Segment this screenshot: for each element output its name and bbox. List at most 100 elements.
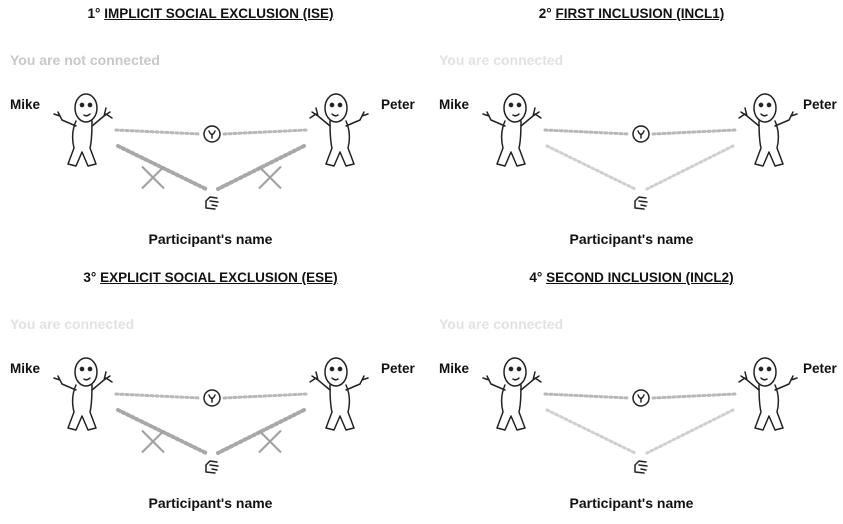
player-arm: [345, 375, 369, 391]
ball-icon: [632, 389, 650, 407]
player-hand: [309, 107, 331, 127]
player-name-left: Mike: [10, 361, 41, 376]
player-head: [503, 357, 527, 387]
player-name-right: Peter: [803, 361, 837, 376]
player-head: [74, 357, 98, 387]
connection-status: You are connected: [10, 316, 135, 332]
player-eye: [329, 102, 335, 108]
player-body: [325, 384, 355, 431]
game-diagram: [53, 357, 369, 474]
hand-outline: [205, 460, 219, 474]
player-eye: [79, 102, 85, 108]
ball-outline: [203, 125, 221, 143]
player-eye: [766, 366, 772, 372]
player-hand: [309, 371, 331, 391]
participant-name: Participant's name: [148, 231, 273, 247]
player-name-right: Peter: [381, 97, 415, 112]
player-arm: [482, 375, 506, 391]
player-mike-figure: [53, 93, 113, 167]
player-name-right: Peter: [381, 361, 415, 376]
player-eye: [758, 366, 764, 372]
panel-number: 4°: [529, 270, 543, 285]
player-eye: [516, 102, 522, 108]
panel-incl2: 4° SECOND INCLUSION (INCL2) You are conn…: [421, 264, 842, 524]
link-mike-ball: [114, 128, 202, 136]
game-diagram: [482, 93, 798, 210]
player-eye: [508, 366, 514, 372]
participant-name: Participant's name: [569, 495, 694, 511]
player-mouth: [760, 113, 768, 117]
game-diagram: [482, 357, 798, 474]
ball-mark: [208, 394, 216, 403]
link-broken-cross: [141, 429, 165, 454]
panel-title: 2° FIRST INCLUSION (INCL1): [421, 6, 842, 21]
participant-hand-icon: [205, 196, 219, 210]
panel-number: 1°: [87, 6, 101, 21]
link-ball-peter: [651, 392, 737, 400]
panel-title-text: IMPLICIT SOCIAL EXCLUSION (ISE): [104, 6, 334, 21]
ball-outline: [632, 389, 650, 407]
player-eye: [87, 102, 93, 108]
panel-title-text: SECOND INCLUSION (INCL2): [546, 270, 734, 285]
player-eye: [516, 366, 522, 372]
player-arm: [53, 375, 77, 391]
connection-status: You are connected: [439, 52, 564, 68]
player-hand: [738, 371, 760, 391]
link-mike-participant: [545, 408, 637, 455]
player-mouth: [83, 377, 91, 381]
player-eye: [87, 366, 93, 372]
hand-outline: [205, 196, 219, 210]
panel-title-text: EXPLICIT SOCIAL EXCLUSION (ESE): [100, 270, 338, 285]
hand-outline: [634, 196, 648, 210]
player-head: [503, 93, 527, 123]
player-head: [753, 357, 777, 387]
player-peter-figure: [309, 357, 369, 431]
player-body: [754, 384, 784, 431]
link-peter-participant: [645, 408, 735, 455]
player-name-right: Peter: [803, 97, 837, 112]
player-head: [753, 93, 777, 123]
connection-status: You are connected: [439, 316, 564, 332]
panel-title: 1° IMPLICIT SOCIAL EXCLUSION (ISE): [0, 6, 421, 21]
player-name-left: Mike: [439, 361, 470, 376]
player-arm: [345, 111, 369, 127]
participant-name: Participant's name: [569, 231, 694, 247]
link-ball-peter: [651, 128, 737, 136]
ball-icon: [203, 389, 221, 407]
link-peter-participant: [645, 144, 735, 191]
game-diagram: [53, 93, 369, 210]
ball-mark: [637, 130, 645, 139]
player-name-left: Mike: [10, 97, 41, 112]
player-hand: [520, 371, 542, 391]
player-head: [324, 357, 348, 387]
player-arm: [482, 111, 506, 127]
panel-ese: 3° EXPLICIT SOCIAL EXCLUSION (ESE) You a…: [0, 264, 421, 524]
player-mouth: [83, 113, 91, 117]
player-head: [324, 93, 348, 123]
connection-status: You are not connected: [10, 52, 160, 68]
player-hand: [520, 107, 542, 127]
panel-title: 4° SECOND INCLUSION (INCL2): [421, 270, 842, 285]
player-mouth: [512, 113, 520, 117]
participant-hand-icon: [634, 196, 648, 210]
panel-incl1: 2° FIRST INCLUSION (INCL1) You are conne…: [421, 0, 842, 260]
player-body: [496, 384, 526, 431]
panel-number: 2°: [538, 6, 552, 21]
panel-title-text: FIRST INCLUSION (INCL1): [555, 6, 725, 21]
player-body: [496, 120, 526, 167]
ball-icon: [203, 125, 221, 143]
panel-number: 3°: [83, 270, 97, 285]
ball-mark: [637, 394, 645, 403]
player-name-left: Mike: [439, 97, 470, 112]
ball-outline: [203, 389, 221, 407]
player-eye: [758, 102, 764, 108]
cross-stroke: [141, 429, 165, 454]
player-mike-figure: [53, 357, 113, 431]
player-eye: [508, 102, 514, 108]
player-body: [67, 120, 97, 167]
participant-hand-icon: [205, 460, 219, 474]
player-body: [325, 120, 355, 167]
link-mike-ball: [543, 392, 631, 400]
link-mike-participant: [545, 144, 637, 191]
player-head: [74, 93, 98, 123]
